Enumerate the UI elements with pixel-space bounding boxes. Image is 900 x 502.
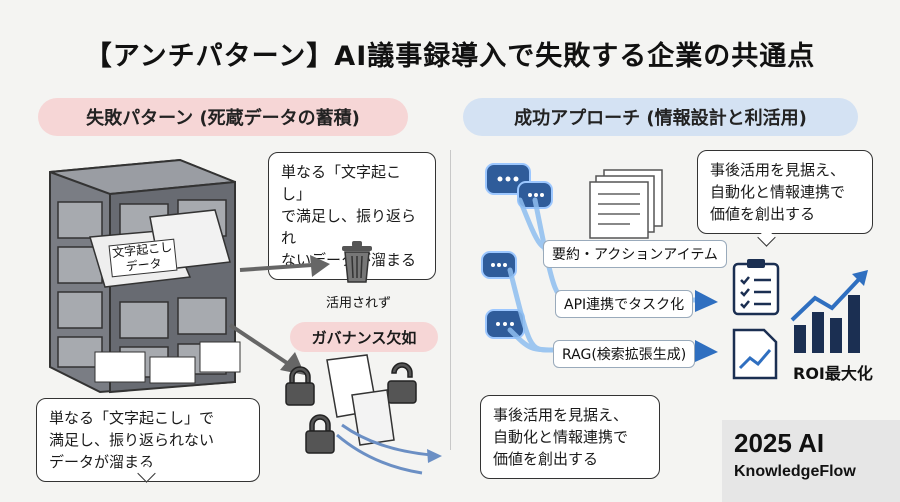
step-rag: RAG(検索拡張生成)	[553, 340, 696, 368]
success-callout-top: 事後活用を見据え、 自動化と情報連携で 価値を創出する	[697, 150, 873, 234]
trash-icon	[342, 241, 372, 283]
page-title: 【アンチパターン】AI議事録導入で失敗する企業の共通点	[84, 41, 816, 72]
roi-label: ROI最大化	[793, 364, 873, 383]
filing-cabinet-illustration	[49, 158, 241, 394]
failure-heading: 失敗パターン (死蔵データの蓄積)	[38, 98, 408, 136]
growth-chart-icon	[790, 270, 868, 353]
governance-badge: ガバナンス欠如	[290, 322, 438, 352]
step-summary: 要約・アクションアイテム	[543, 240, 727, 268]
failure-callout-bottom: 単なる「文字起こし」で 満足し、振り返られない データが溜まる	[36, 398, 260, 482]
report-icon	[732, 328, 778, 380]
success-callout-bottom: 事後活用を見据え、 自動化と情報連携で 価値を創出する	[480, 395, 660, 479]
broken-locks-illustration	[285, 354, 442, 475]
step-api: API連携でタスク化	[555, 290, 694, 318]
unused-arrow	[239, 255, 330, 277]
brand-year: 2025 AI	[734, 428, 825, 458]
cabinet-label: 文字起こしデータ	[108, 238, 178, 278]
documents-icon	[589, 169, 663, 239]
trash-label: 活用されず	[326, 296, 392, 311]
brand-box: 2025 AI KnowledgeFlow	[722, 420, 900, 502]
success-heading: 成功アプローチ (情報設計と利活用)	[463, 98, 858, 136]
checklist-icon	[732, 259, 780, 316]
brand-name: KnowledgeFlow	[734, 463, 856, 480]
center-divider	[450, 150, 451, 450]
